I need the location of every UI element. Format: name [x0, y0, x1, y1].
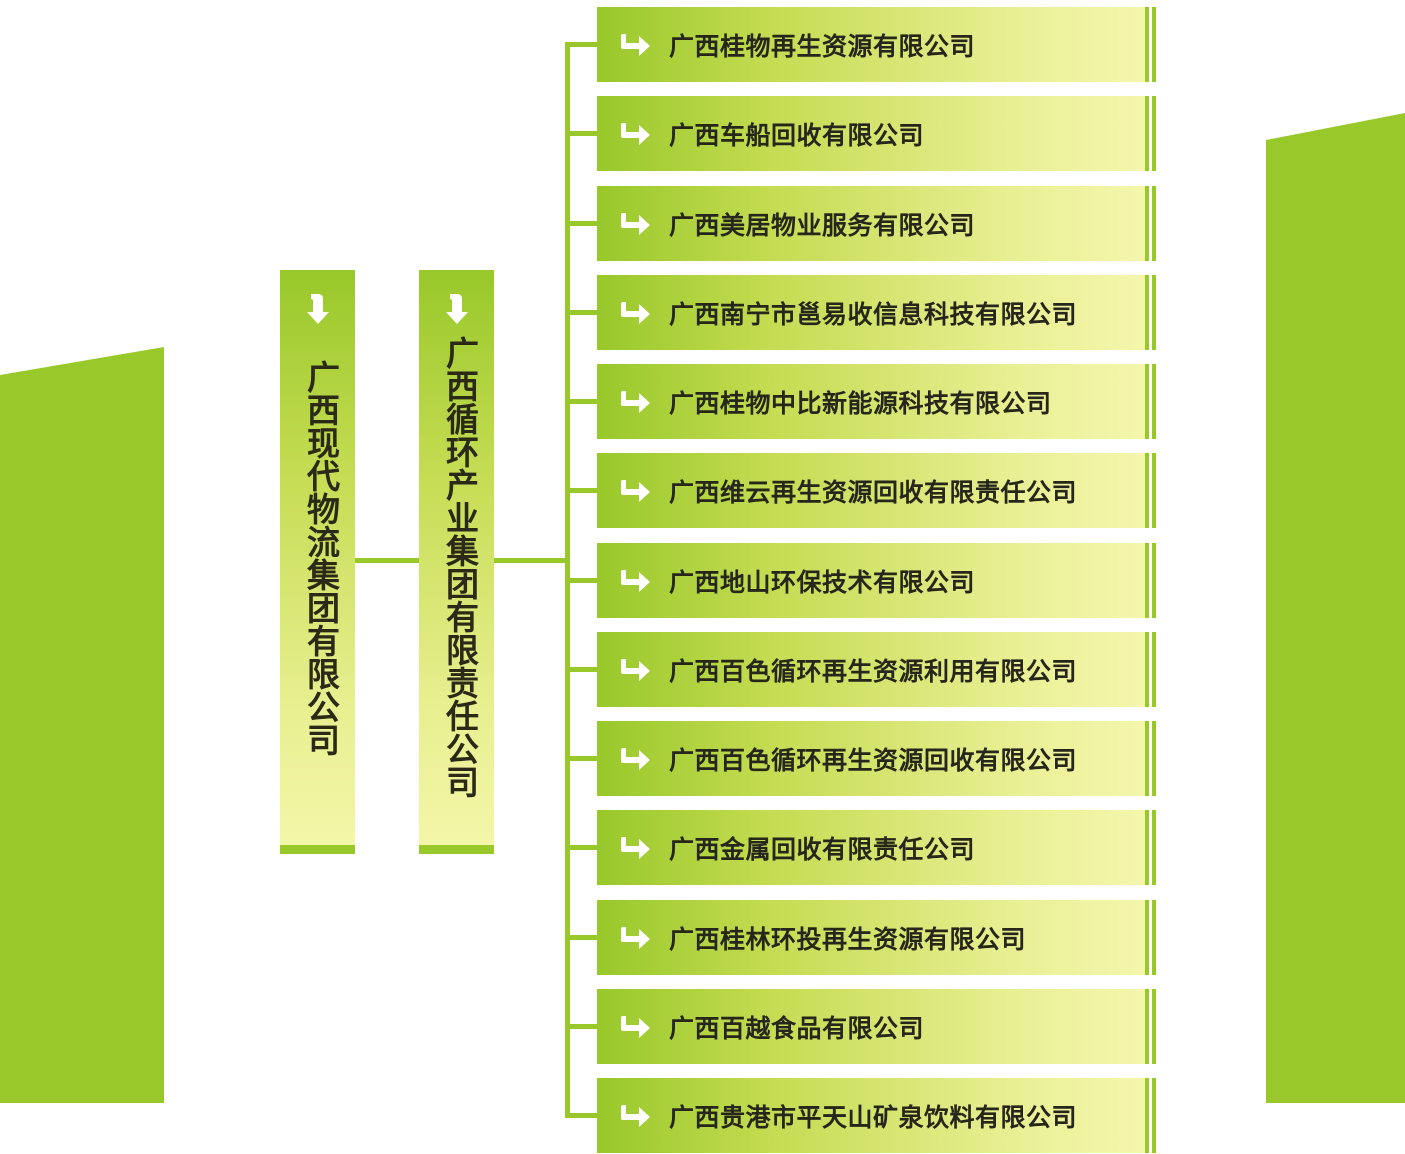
- root-company-name: 广西现代物流集团有限公司: [301, 360, 341, 756]
- connector-branch: [565, 399, 599, 404]
- connector-branch: [565, 578, 599, 583]
- subsidiary-box: 广西金属回收有限责任公司: [597, 810, 1156, 885]
- arrow-down-icon: [306, 294, 329, 324]
- arrow-down-icon: [445, 294, 468, 324]
- row-edge-divider: [1149, 632, 1152, 707]
- subsidiary-box: 广西维云再生资源回收有限责任公司: [597, 453, 1156, 528]
- arrow-right-icon: [621, 1015, 650, 1038]
- subsidiary-box: 广西百色循环再生资源利用有限公司: [597, 632, 1156, 707]
- subsidiary-box: 广西地山环保技术有限公司: [597, 543, 1156, 618]
- connector-branch: [565, 667, 599, 672]
- subsidiary-name: 广西地山环保技术有限公司: [669, 567, 976, 597]
- decorative-right-panel: [1266, 113, 1405, 1103]
- group-company-name: 广西循环产业集团有限责任公司: [440, 336, 480, 798]
- connector-branch: [565, 310, 599, 315]
- decorative-left-panel: [0, 347, 164, 1103]
- row-edge-divider: [1149, 364, 1152, 439]
- subsidiary-name: 广西车船回收有限公司: [669, 120, 925, 150]
- subsidiary-box: 广西百色循环再生资源回收有限公司: [597, 721, 1156, 796]
- row-edge-divider: [1149, 1078, 1152, 1153]
- subsidiary-box: 广西贵港市平天山矿泉饮料有限公司: [597, 1078, 1156, 1153]
- row-edge-divider: [1149, 7, 1152, 82]
- subsidiary-box: 广西南宁市邕易收信息科技有限公司: [597, 275, 1156, 350]
- subsidiary-name: 广西维云再生资源回收有限责任公司: [669, 477, 1078, 507]
- row-edge-divider: [1149, 810, 1152, 885]
- connector-group-to-trunk: [494, 558, 567, 563]
- connector-branch: [565, 221, 599, 226]
- connector-branch: [565, 131, 599, 136]
- subsidiary-name: 广西桂林环投再生资源有限公司: [669, 924, 1027, 954]
- row-edge-divider: [1149, 186, 1152, 261]
- subsidiary-name: 广西百色循环再生资源利用有限公司: [669, 656, 1078, 686]
- arrow-right-icon: [621, 212, 650, 235]
- subsidiary-box: 广西桂物再生资源有限公司: [597, 7, 1156, 82]
- connector-branch: [565, 935, 599, 940]
- subsidiary-name: 广西美居物业服务有限公司: [669, 210, 976, 240]
- arrow-right-icon: [621, 836, 650, 859]
- group-company-box: 广西循环产业集团有限责任公司: [419, 270, 494, 854]
- arrow-right-icon: [621, 301, 650, 324]
- arrow-right-icon: [621, 569, 650, 592]
- subsidiary-box: 广西桂物中比新能源科技有限公司: [597, 364, 1156, 439]
- subsidiary-name: 广西贵港市平天山矿泉饮料有限公司: [669, 1102, 1078, 1132]
- subsidiary-name: 广西百色循环再生资源回收有限公司: [669, 745, 1078, 775]
- subsidiary-box: 广西桂林环投再生资源有限公司: [597, 900, 1156, 975]
- arrow-right-icon: [621, 658, 650, 681]
- subsidiary-name: 广西百越食品有限公司: [669, 1013, 925, 1043]
- arrow-right-icon: [621, 122, 650, 145]
- connector-branch: [565, 756, 599, 761]
- arrow-right-icon: [621, 747, 650, 770]
- row-edge-divider: [1149, 96, 1152, 171]
- root-company-box: 广西现代物流集团有限公司: [280, 270, 355, 854]
- subsidiary-name: 广西南宁市邕易收信息科技有限公司: [669, 299, 1078, 329]
- subsidiary-box: 广西美居物业服务有限公司: [597, 186, 1156, 261]
- arrow-right-icon: [621, 1104, 650, 1127]
- subsidiary-box: 广西车船回收有限公司: [597, 96, 1156, 171]
- subsidiary-box: 广西百越食品有限公司: [597, 989, 1156, 1064]
- arrow-right-icon: [621, 479, 650, 502]
- connector-branch: [565, 1024, 599, 1029]
- connector-branch: [565, 42, 599, 47]
- subsidiary-name: 广西桂物中比新能源科技有限公司: [669, 388, 1052, 418]
- row-edge-divider: [1149, 453, 1152, 528]
- arrow-right-icon: [621, 33, 650, 56]
- row-edge-divider: [1149, 275, 1152, 350]
- connector-root-to-group: [355, 558, 419, 563]
- connector-branch: [565, 488, 599, 493]
- arrow-right-icon: [621, 926, 650, 949]
- connector-branch: [565, 845, 599, 850]
- row-edge-divider: [1149, 900, 1152, 975]
- row-edge-divider: [1149, 543, 1152, 618]
- connector-branch: [565, 1113, 599, 1118]
- row-edge-divider: [1149, 721, 1152, 796]
- row-edge-divider: [1149, 989, 1152, 1064]
- subsidiary-name: 广西桂物再生资源有限公司: [669, 31, 976, 61]
- arrow-right-icon: [621, 390, 650, 413]
- subsidiary-name: 广西金属回收有限责任公司: [669, 834, 976, 864]
